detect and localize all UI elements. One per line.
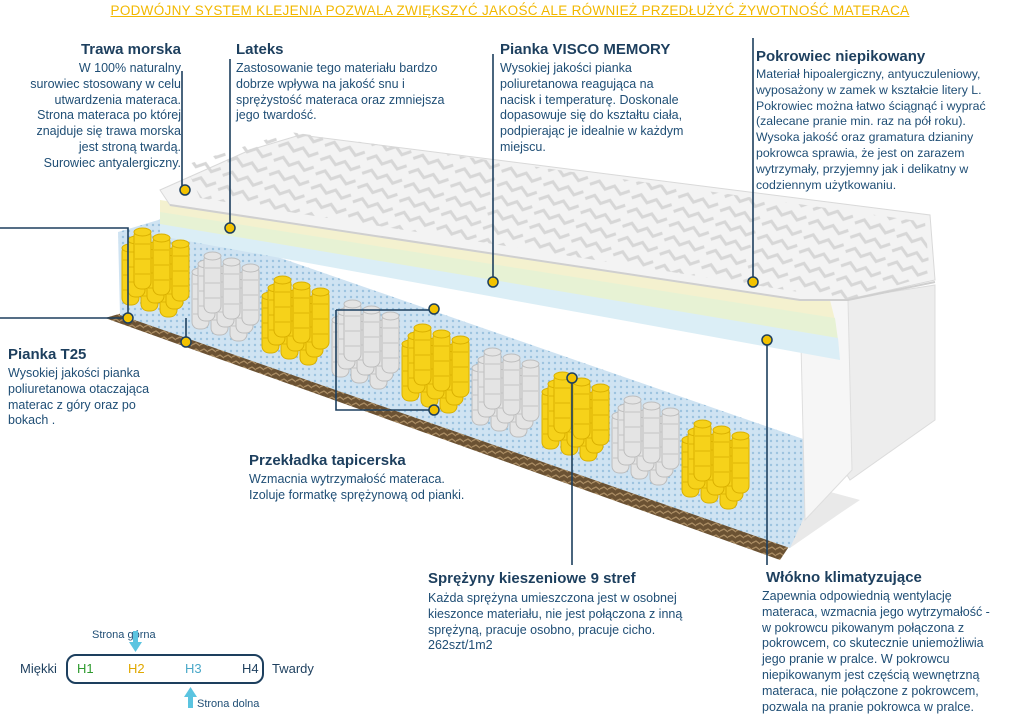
soft-label: Miękki <box>20 661 57 676</box>
hardness-level-h4: H4 <box>242 661 259 676</box>
spring-pocket <box>152 233 171 296</box>
spring-pocket <box>483 347 502 410</box>
spring-pocket <box>642 401 661 464</box>
spring-pocket <box>311 287 330 350</box>
bottom-side-label: Strona dolna <box>197 698 260 710</box>
hardness-level-h2: H2 <box>128 661 145 676</box>
spring-pocket <box>133 227 152 290</box>
spring-pocket <box>362 305 381 368</box>
spring-pocket <box>661 407 680 470</box>
headline-banner: PODWÓJNY SYSTEM KLEJENIA POZWALA ZWIĘKSZ… <box>110 3 910 18</box>
spring-pocket <box>171 239 190 302</box>
spring-pocket <box>591 383 610 446</box>
spring-pocket <box>731 431 750 494</box>
spring-pocket <box>413 323 432 386</box>
spring-pocket <box>381 311 400 374</box>
spring-pocket <box>343 299 362 362</box>
spring-pocket <box>693 419 712 482</box>
callout-t25-title: Pianka T25 <box>8 346 87 363</box>
pocket-springs <box>121 227 750 510</box>
callout-pokrowiec-title: Pokrowiec niepikowany <box>756 48 926 65</box>
callout-przekladka-title: Przekładka tapicerska <box>249 452 406 469</box>
spring-pocket <box>432 329 451 392</box>
hardness-level-h3: H3 <box>185 661 202 676</box>
spring-pocket <box>521 359 540 422</box>
callout-sprezyny-body: Każda sprężyna umieszczona jest w osobne… <box>428 591 683 653</box>
callout-visco-title: Pianka VISCO MEMORY <box>500 41 671 58</box>
callout-pokrowiec-body: Materiał hipoalergiczny, antyuczuleniowy… <box>756 67 986 192</box>
callout-trawa-title: Trawa morska <box>80 41 181 58</box>
seagrass-layer <box>105 308 790 560</box>
spring-pocket <box>273 275 292 338</box>
spring-pocket <box>572 377 591 440</box>
callout-wlokno-title: Włókno klimatyzujące <box>766 569 922 586</box>
spring-pocket <box>203 251 222 314</box>
callout-przekladka-body: Wzmacnia wytrzymałość materaca.Izoluje f… <box>249 472 465 502</box>
spring-pocket <box>623 395 642 458</box>
callout-sprezyny-title: Sprężyny kieszeniowe 9 stref <box>428 570 636 587</box>
marker-dots <box>122 184 773 416</box>
callout-lateks-title: Lateks <box>236 41 284 58</box>
spring-pocket <box>451 335 470 398</box>
spring-pocket <box>241 263 260 326</box>
top-side-label: Strona górna <box>92 629 156 641</box>
spring-pocket <box>222 257 241 320</box>
hard-label: Twardy <box>272 661 314 676</box>
hardness-scale <box>66 654 264 684</box>
spring-pocket <box>553 371 572 434</box>
hardness-level-h1: H1 <box>77 661 94 676</box>
spring-pocket <box>712 425 731 488</box>
spring-pocket <box>292 281 311 344</box>
spring-pocket <box>502 353 521 416</box>
